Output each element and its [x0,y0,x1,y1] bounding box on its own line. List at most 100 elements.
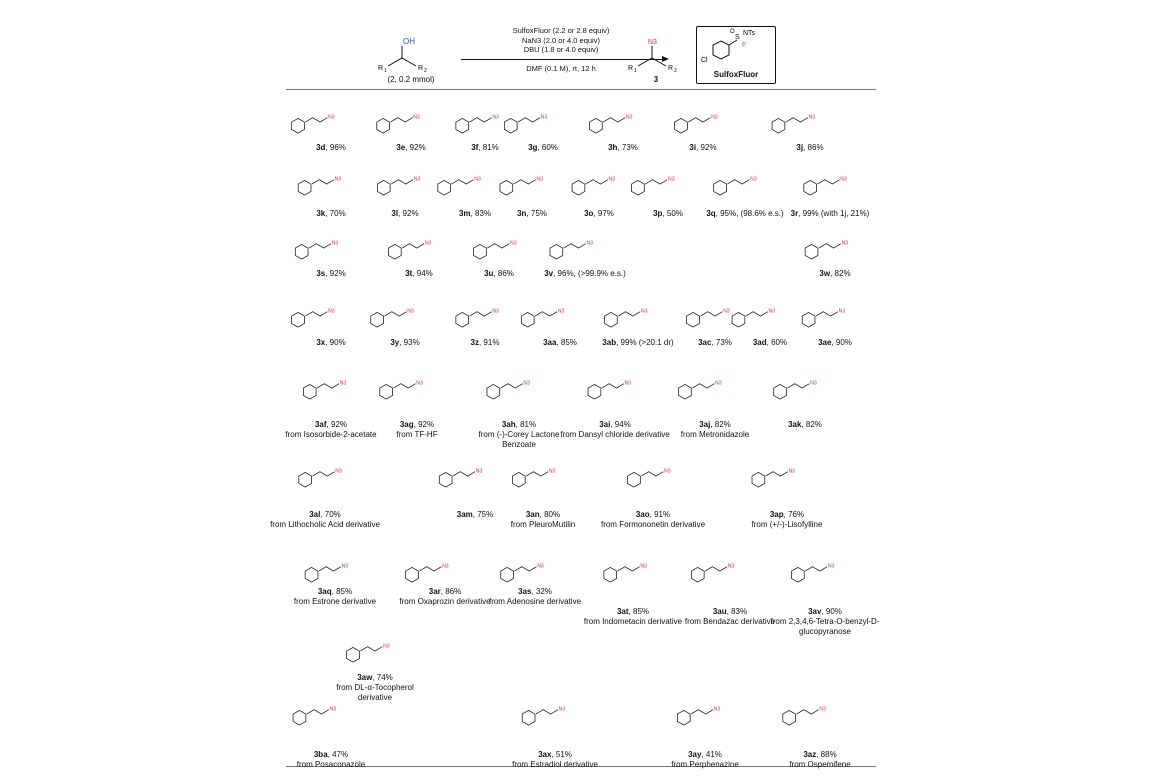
chain [393,383,416,389]
ring [627,471,641,488]
product-yield: , 60% [766,338,788,347]
product-yield: , 80% [539,510,561,519]
product-yield: , 95%, (98.6% e.s.) [715,209,784,218]
product-structure-3u: N3 [473,240,517,260]
product-code: 3af [314,420,327,429]
product-code: 3r [790,209,799,218]
product-yield: , 90% [325,338,346,347]
product-structure-3ai: N3 [587,380,631,400]
azide-group: N3 [842,240,849,246]
product-code: 3h [608,143,618,152]
azide-group: N3 [328,114,335,120]
chain [765,471,788,477]
ring [405,566,419,583]
product-yield: , 88% [816,750,837,759]
product-cell-3ah: N3 3ah, 81%from (-)-Corey Lactone Benzoat… [464,362,574,449]
product-yield: , 82% [830,269,851,278]
product-code: 3k [316,209,326,218]
product-caption: 3g, 60% [488,143,598,153]
product-structure-box: N3 [568,96,678,154]
product-caption: 3aa, 85% [505,338,615,348]
product-structure-box: N3 [488,96,598,154]
product-structure-3ap: N3 [751,468,795,488]
product-source: from Dansyl chloride derivative [560,430,670,439]
product-caption: 3q, 95%, (98.6% e.s.) [690,209,800,219]
product-structure-box: N3 [750,362,860,420]
product-structure-3ay: N3 [676,706,721,726]
product-code: 3av [808,607,822,616]
product-yield: , 94% [610,420,631,429]
product-code: 3g [528,143,538,152]
ring [791,566,805,583]
product-caption: 3ar, 86%from Oxaprozin derivative [390,587,500,607]
chain [306,709,329,715]
product-code: 3ai [599,420,611,429]
product-caption: 3ak, 82% [750,420,860,430]
azide-group: N3 [492,114,499,120]
sulfoxfluor-box: S O NTs F Cl SulfoxFluor [696,26,776,84]
product-structure-box: N3 [420,158,530,216]
product-code: 3l [391,209,399,218]
product-structure-box: N3 [276,222,386,280]
svg-text:R: R [668,65,673,72]
product-source: from TF-HF [396,430,438,439]
azide-group: N3 [711,114,718,120]
product-code: 3z [470,338,479,347]
product-cell-3g: N3 3g, 60% [488,96,598,170]
product-yield: , 96% [325,143,346,152]
ring [604,311,618,328]
ring [370,311,384,328]
chain [563,243,586,249]
product-yield: , 82% [710,420,731,429]
product-structure-box: N3 [488,450,598,508]
product-structure-box: N3 [530,222,640,280]
product-structure-box: N3 [770,545,880,603]
product-yield: , 91% [649,510,671,519]
product-code: 3w [819,269,831,278]
product-caption: 3ah, 81%from (-)-Corey Lactone Benzoate [464,420,574,450]
product-caption: 3aw, 74%from DL-α-Tocopherol derivative [320,673,430,703]
chain [817,179,840,185]
ring [804,243,819,260]
ring [486,383,501,400]
ring [376,179,391,196]
chain [360,646,383,652]
product-code: 3m [458,209,471,218]
product-code: 3aq [317,587,332,596]
product-structure-box: N3 [270,450,380,508]
product-structure-3ah: N3 [486,380,530,400]
product-caption: 3ad, 60% [715,338,825,348]
product-caption: 3ax, 51%from Estradiol derivative [500,750,610,770]
product-structure-3s: N3 [294,240,338,260]
product-cell-3ai: N3 3ai, 94%from Dansyl chloride derivativ… [560,362,670,439]
product-structure-3w: N3 [804,240,849,260]
product-structure-3j: N3 [771,114,815,134]
product-structure-box: N3 [648,96,758,154]
product-structure-3as: N3 [500,563,544,583]
product-caption: 3az, 88%from Ospemifene [765,750,875,770]
product-structure-3n: N3 [499,176,543,196]
ring [455,117,470,134]
product-code: 3t [405,269,413,278]
chain [469,311,492,317]
product-yield: , 50% [662,209,683,218]
product-caption: 3as, 32%from Adenosine derivative [480,587,590,607]
chain [311,179,335,185]
product-code: 3o [584,209,594,218]
product-caption: 3aj, 82%from Metronidazole [660,420,770,440]
product-code: 3as [518,587,532,596]
product-yield: , 81% [478,143,499,152]
product-yield: , 85% [331,587,353,596]
product-structure-3ag: N3 [379,380,423,400]
product-code: 3al [309,510,321,519]
chain [688,117,711,123]
ring [678,383,692,400]
product-structure-3o: N3 [571,176,615,196]
